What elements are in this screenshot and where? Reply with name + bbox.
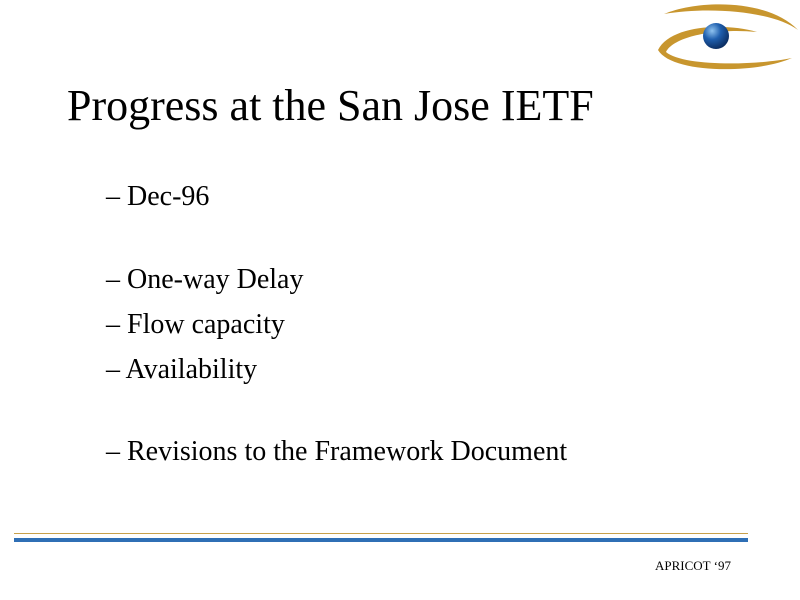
- footer-divider-thin: [14, 533, 748, 534]
- bullet-dec-96: – Dec-96: [106, 181, 210, 212]
- eye-logo-icon: [658, 4, 798, 70]
- slide-title: Progress at the San Jose IETF: [67, 81, 594, 130]
- footer-divider-thick: [14, 538, 748, 542]
- bullet-framework-revisions: – Revisions to the Framework Document: [106, 436, 568, 467]
- bullet-one-way-delay: – One-way Delay: [106, 264, 304, 295]
- bullet-flow-capacity: – Flow capacity: [106, 309, 285, 340]
- bullet-availability: – Availability: [106, 354, 258, 385]
- footer-label: APRICOT ‘97: [655, 558, 731, 573]
